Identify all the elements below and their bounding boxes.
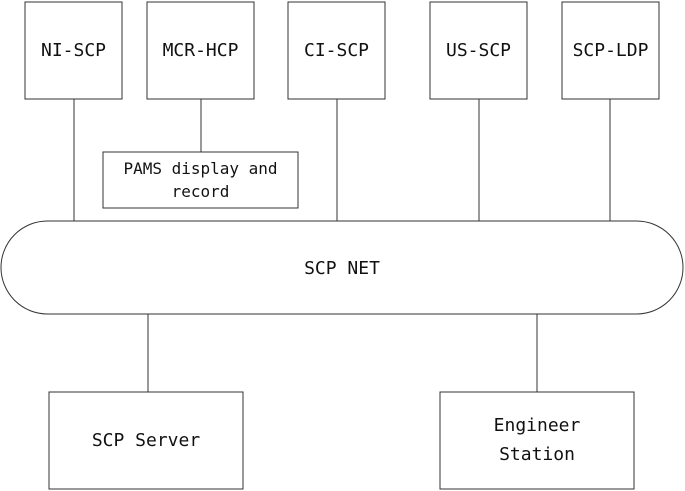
node-engineer-station: Engineer Station xyxy=(439,391,635,490)
node-ni-scp-label: NI-SCP xyxy=(41,40,106,61)
node-engineer-station-label-line1: Engineer xyxy=(494,415,581,436)
node-pams-label-line1: PAMS display and xyxy=(123,159,277,178)
node-ci-scp: CI-SCP xyxy=(287,1,386,100)
node-scp-ldp: SCP-LDP xyxy=(561,1,660,100)
node-us-scp-label: US-SCP xyxy=(446,40,511,61)
node-scp-server-label: SCP Server xyxy=(92,430,201,451)
node-pams: PAMS display and record xyxy=(102,151,299,209)
node-us-scp: US-SCP xyxy=(429,1,528,100)
node-mcr-hcp-label: MCR-HCP xyxy=(163,40,239,61)
node-engineer-station-label-line2: Station xyxy=(499,444,575,465)
node-scp-server: SCP Server xyxy=(48,391,244,490)
node-scp-ldp-label: SCP-LDP xyxy=(573,40,649,61)
node-scp-net: SCP NET xyxy=(0,220,684,315)
node-ni-scp: NI-SCP xyxy=(24,1,123,100)
node-pams-label-line2: record xyxy=(172,182,230,201)
node-mcr-hcp: MCR-HCP xyxy=(146,1,255,100)
node-scp-net-label: SCP NET xyxy=(304,258,380,279)
node-ci-scp-label: CI-SCP xyxy=(304,40,369,61)
